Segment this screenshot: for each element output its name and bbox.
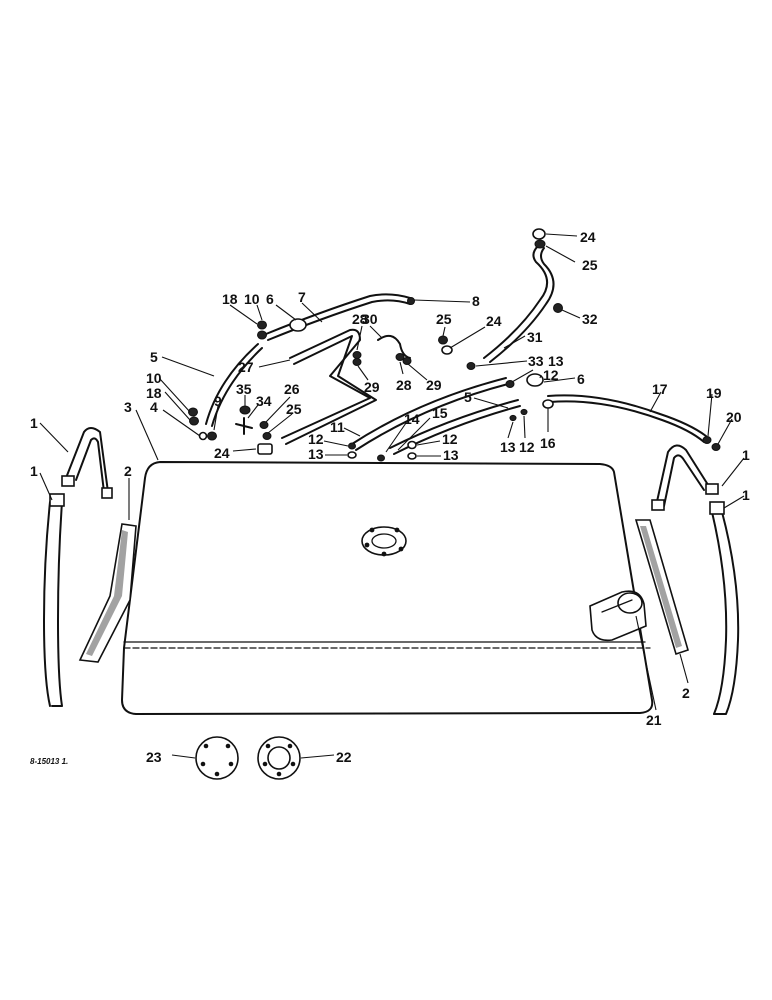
callout-25: 25 [582,257,598,273]
callout-10: 10 [244,291,260,307]
callout-20: 20 [726,409,742,425]
callout-34: 34 [256,393,272,409]
callout-27: 27 [238,359,254,375]
callout-35: 35 [236,381,252,397]
callout-1: 1 [742,447,750,463]
callout-10: 10 [146,370,162,386]
callout-29: 29 [426,377,442,393]
callout-24: 24 [214,445,230,461]
fittings [188,228,721,462]
callout-31: 31 [527,329,543,345]
callout-4: 4 [150,399,158,415]
left-tank-strap-lower [43,493,65,707]
callout-15: 15 [432,405,448,421]
callout-2: 2 [124,463,132,479]
callout-5: 5 [150,349,158,365]
callout-13: 13 [548,353,564,369]
left-tank-strap-upper [61,427,113,499]
right-strap-insulator [634,519,689,656]
callout-12: 12 [519,439,535,455]
right-tank-strap-upper [651,444,719,511]
tank-filler-opening [361,526,407,556]
callout-1: 1 [30,463,38,479]
callout-12: 12 [308,431,324,447]
callout-22: 22 [336,749,352,765]
callout-25: 25 [286,401,302,417]
callout-28: 28 [352,311,368,327]
callout-17: 17 [652,381,668,397]
callout-18: 18 [146,385,162,401]
fuel-lines [205,245,707,455]
callout-12: 12 [543,367,559,383]
callout-25: 25 [436,311,452,327]
leader-lines [39,233,745,759]
fuel-filter [589,590,647,642]
sending-unit-gasket [257,736,301,780]
callout-24: 24 [580,229,596,245]
callout-23: 23 [146,749,162,765]
callout-1: 1 [742,487,750,503]
fuel-tank [121,461,654,715]
callout-30: 30 [362,311,378,327]
callout-32: 32 [582,311,598,327]
callout-5: 5 [464,389,472,405]
right-tank-strap-lower [709,501,740,715]
callout-11: 11 [330,419,345,435]
callout-13: 13 [308,446,324,462]
callout-14: 14 [404,411,420,427]
callout-24: 24 [486,313,502,329]
callout-3: 3 [124,399,132,415]
callout-33: 33 [528,353,544,369]
callout-1: 1 [30,415,38,431]
sending-unit-cover-plate [195,736,239,780]
callout-13: 13 [443,447,459,463]
callout-6: 6 [266,291,274,307]
drawing-reference-code: 8-15013 1. [30,757,68,766]
callout-12: 12 [442,431,458,447]
callout-labels: 1 1 1 1 2 2 3 4 5 5 6 6 7 8 9 10 10 11 1… [30,229,750,766]
callout-21: 21 [646,712,662,728]
callout-6: 6 [577,371,585,387]
callout-28: 28 [396,377,412,393]
callout-9: 9 [214,393,222,409]
callout-19: 19 [706,385,722,401]
callout-8: 8 [472,293,480,309]
callout-16: 16 [540,435,556,451]
callout-18: 18 [222,291,238,307]
callout-26: 26 [284,381,300,397]
callout-29: 29 [364,379,380,395]
callout-2: 2 [682,685,690,701]
callout-13: 13 [500,439,516,455]
callout-7: 7 [298,289,306,305]
left-strap-insulator [78,523,137,663]
